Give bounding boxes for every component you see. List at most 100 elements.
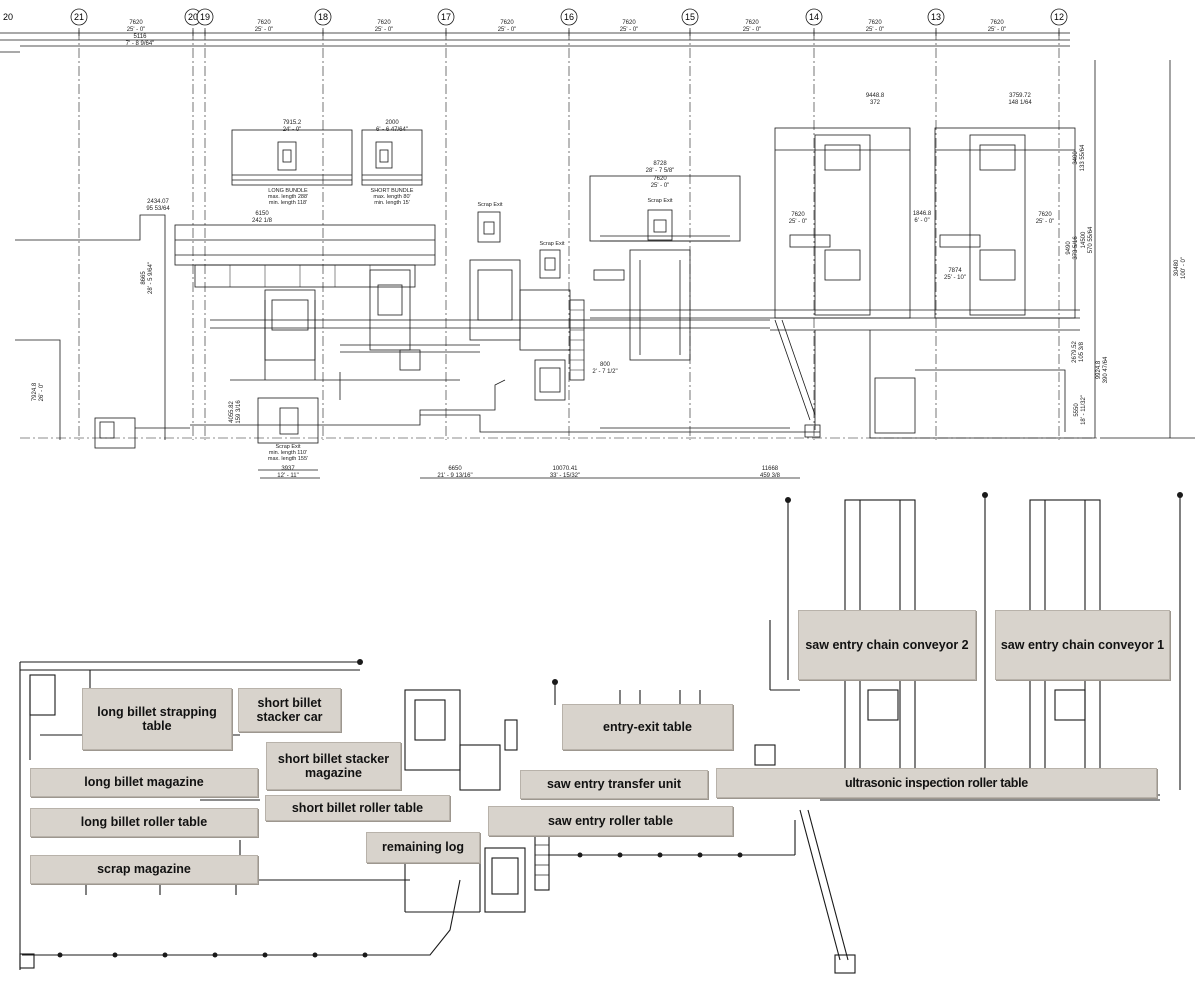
bay-dim-ftin: 25' - 0" xyxy=(255,27,274,33)
dim-text: 2' - 7 1/2" xyxy=(592,369,617,375)
dim-text: 6150 xyxy=(255,211,269,217)
note-text: max. length 155' xyxy=(268,456,308,462)
note-text: Scrap Exit xyxy=(539,241,565,247)
label-saw-entry-chain-conveyor-2: saw entry chain conveyor 2 xyxy=(798,610,976,680)
label-saw-entry-transfer-unit: saw entry transfer unit xyxy=(520,770,708,799)
dim-text: 25' - 0" xyxy=(651,183,670,189)
dim-text: 159 3/16 xyxy=(236,400,242,424)
label-short-billet-roller-table: short billet roller table xyxy=(265,795,450,821)
dim-text: 2000 xyxy=(385,120,399,126)
note-text: Scrap Exit xyxy=(647,198,673,204)
bay-dim-mm: 7620 xyxy=(990,20,1004,26)
bay-dim-ftin: 25' - 0" xyxy=(498,27,517,33)
bay-dim-mm: 7620 xyxy=(622,20,636,26)
dim-text: 28' - 7 5/8" xyxy=(646,168,675,174)
dim-text: 25' - 0" xyxy=(789,219,808,225)
note-text: max. length 80' xyxy=(373,194,410,200)
label-long-billet-magazine: long billet magazine xyxy=(30,768,258,797)
dim-text: 5116 xyxy=(134,34,148,40)
dim-text: 6' - 6 47/64" xyxy=(376,127,408,133)
dim-text: 4055.82 xyxy=(229,401,235,423)
note-text: min. length 15' xyxy=(374,200,410,206)
bay-dim-mm: 7620 xyxy=(500,20,514,26)
grid-bubble-19: 19 xyxy=(200,12,210,22)
bay-dim-ftin: 25' - 0" xyxy=(620,27,639,33)
dim-text: 3400 xyxy=(1073,151,1079,165)
grid-bubble-20: 20 xyxy=(188,12,198,22)
dim-text: 7620 xyxy=(791,212,805,218)
dim-text: 3937 xyxy=(281,466,295,472)
dim-text: 372 xyxy=(870,100,881,106)
grid-bubble-partial: 20 xyxy=(3,12,13,22)
label-short-billet-stacker-magazine: short billet stacker magazine xyxy=(266,742,401,790)
bay-dim-ftin: 25' - 0" xyxy=(743,27,762,33)
dim-text: 18' - 11/32" xyxy=(1081,395,1087,425)
dim-text: 105 3/8 xyxy=(1079,341,1085,362)
dim-text: 570 55/64 xyxy=(1088,226,1094,253)
dim-text: 12' - 11" xyxy=(277,473,299,479)
dim-text: 373 5/16 xyxy=(1073,236,1079,260)
note-text: min. length 110' xyxy=(269,450,307,456)
label-saw-entry-roller-table: saw entry roller table xyxy=(488,806,733,836)
dim-text: 2679.52 xyxy=(1072,341,1078,363)
grid-bubble-18: 18 xyxy=(318,12,328,22)
note-text: Scrap Exit xyxy=(275,444,301,450)
dim-text: 7874 xyxy=(948,268,962,274)
dim-text: 30480 xyxy=(1174,259,1180,276)
dim-text: 133 55/64 xyxy=(1080,144,1086,171)
note-text: max. length 288' xyxy=(268,194,308,200)
grid-bubble-17: 17 xyxy=(441,12,451,22)
dim-text: 3759.72 xyxy=(1009,93,1031,99)
grid-bubble-21: 21 xyxy=(74,12,84,22)
dim-text: 1846.8 xyxy=(913,211,932,217)
dim-text: 7924.8 xyxy=(32,382,38,401)
dim-text: 7915.2 xyxy=(283,120,302,126)
dim-text: 7620 xyxy=(653,176,667,182)
dim-text: 390 47/64 xyxy=(1103,356,1109,383)
dim-text: 10070.41 xyxy=(552,466,578,472)
bay-dim-ftin: 25' - 0" xyxy=(866,27,885,33)
bay-dim-ftin: 25' - 0" xyxy=(988,27,1007,33)
label-short-billet-stacker-car: short billet stacker car xyxy=(238,688,341,732)
dim-text: 25' - 10" xyxy=(944,275,966,281)
grid-bubble-12: 12 xyxy=(1054,12,1064,22)
grid-bubble-15: 15 xyxy=(685,12,695,22)
dim-text: 9924.8 xyxy=(1096,360,1102,379)
dim-text: 25' - 0" xyxy=(1036,219,1055,225)
dim-text: 5550 xyxy=(1074,403,1080,417)
label-long-billet-strapping-table: long billet strapping table xyxy=(82,688,232,750)
note-text: Scrap Exit xyxy=(477,202,503,208)
label-long-billet-roller-table: long billet roller table xyxy=(30,808,258,837)
label-saw-entry-chain-conveyor-1: saw entry chain conveyor 1 xyxy=(995,610,1170,680)
dim-text: 800 xyxy=(600,362,611,368)
dim-text: 148 1/64 xyxy=(1008,100,1032,106)
bay-dim-mm: 7620 xyxy=(129,20,143,26)
label-entry-exit-table: entry-exit table xyxy=(562,704,733,750)
dim-text: 9448.8 xyxy=(866,93,885,99)
label-remaining-log: remaining log xyxy=(366,832,480,863)
dim-text: 21' - 9 13/16" xyxy=(437,473,472,479)
note-text: min. length 118' xyxy=(269,200,307,206)
dim-text: 24' - 0" xyxy=(283,127,302,133)
bay-dim-mm: 7620 xyxy=(745,20,759,26)
dim-text: 8728 xyxy=(653,161,667,167)
note-text: LONG BUNDLE xyxy=(268,188,308,194)
dim-text: 459 3/8 xyxy=(760,473,781,479)
dim-text: 8665 xyxy=(141,271,147,285)
dim-text: 95 53/64 xyxy=(146,206,170,212)
bay-dim-ftin: 25' - 0" xyxy=(375,27,394,33)
dim-text: 26' - 0" xyxy=(39,383,45,402)
dim-text: 242 1/8 xyxy=(252,218,273,224)
bay-dim-mm: 7620 xyxy=(868,20,882,26)
dim-text: 100' - 0" xyxy=(1181,257,1187,279)
label-scrap-magazine: scrap magazine xyxy=(30,855,258,884)
dim-text: 6' - 0" xyxy=(914,218,929,224)
dim-text: 33' - 15/32" xyxy=(550,473,580,479)
bay-dim-mm: 7620 xyxy=(377,20,391,26)
bay-dim-ftin: 25' - 0" xyxy=(127,27,146,33)
dim-text: 9490 xyxy=(1066,241,1072,255)
dim-text: 28' - 5 9/64" xyxy=(148,262,154,294)
dim-text: 2434.07 xyxy=(147,199,169,205)
dim-text: 7' - 8 9/64" xyxy=(126,41,155,47)
cad-plan-top: 21 20 19 18 17 16 15 14 13 12 20 7620 25… xyxy=(0,8,1195,479)
